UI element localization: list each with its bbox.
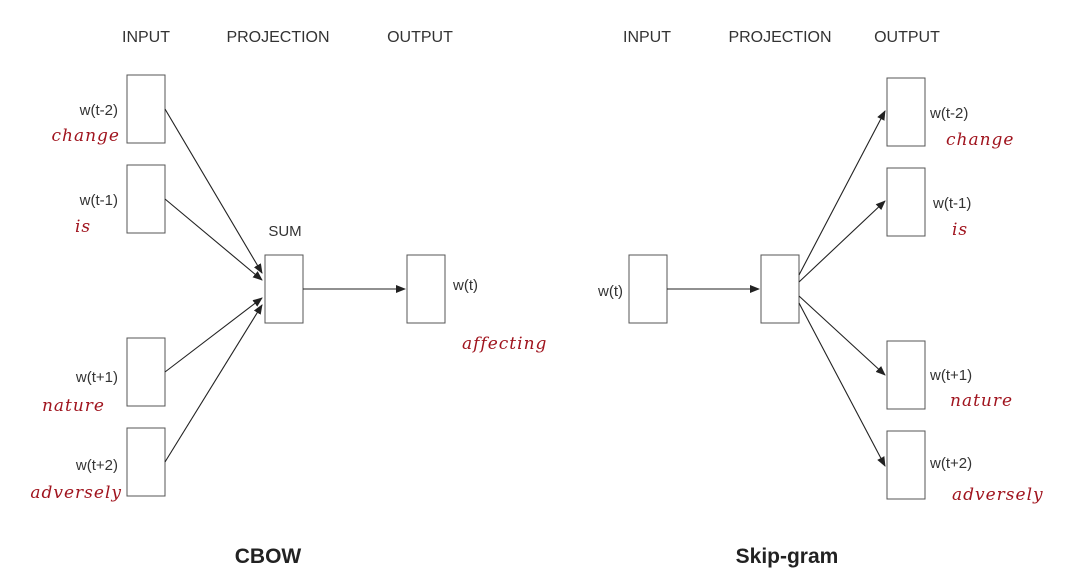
skipgram-handwritten-word: is: [952, 220, 968, 240]
cbow-edge-arrow: [164, 108, 263, 274]
cbow-handwritten-word: nature: [42, 396, 105, 416]
cbow-input-label: w(t-1): [79, 192, 118, 209]
cbow-title: CBOW: [235, 545, 302, 568]
skipgram-projection-header: PROJECTION: [728, 29, 831, 46]
skipgram-output-label: w(t-1): [932, 195, 971, 212]
cbow-input-label: w(t-2): [79, 102, 118, 119]
skipgram-handwritten-word: nature: [950, 391, 1013, 411]
skipgram-input-box: [628, 254, 668, 324]
cbow-output-header: OUTPUT: [387, 29, 453, 46]
skipgram-output-label: w(t-2): [929, 105, 968, 122]
cbow-edge-arrow: [164, 198, 263, 281]
skipgram-input-label: w(t): [597, 283, 623, 300]
skipgram-diagram: INPUT PROJECTION OUTPUT w(t) w(t-2) w(t-…: [597, 29, 1044, 568]
cbow-edge-arrow: [164, 297, 263, 373]
cbow-handwritten-word: adversely: [30, 483, 122, 503]
skipgram-title: Skip-gram: [736, 545, 839, 568]
skipgram-edge-arrow: [798, 295, 886, 376]
cbow-input-header: INPUT: [122, 29, 170, 46]
cbow-diagram: INPUT PROJECTION OUTPUT w(t-2) w(t-1) w(…: [30, 29, 547, 568]
skipgram-output-label: w(t+2): [929, 455, 972, 472]
skipgram-output-box-t-2: [886, 77, 926, 147]
skipgram-output-label: w(t+1): [929, 367, 972, 384]
skipgram-output-box-t-1: [886, 167, 926, 237]
skipgram-input-header: INPUT: [623, 29, 671, 46]
cbow-input-box-t-1: [126, 164, 166, 234]
cbow-output-handwritten-word: affecting: [462, 334, 547, 354]
cbow-input-box-t+2: [126, 427, 166, 497]
skipgram-handwritten-word: change: [946, 130, 1015, 150]
skipgram-edge-arrow: [798, 110, 886, 276]
skipgram-output-header: OUTPUT: [874, 29, 940, 46]
cbow-handwritten-word: is: [75, 217, 91, 237]
skipgram-output-box-t+1: [886, 340, 926, 410]
skipgram-output-box-t+2: [886, 430, 926, 500]
skipgram-projection-box: [760, 254, 800, 324]
cbow-input-label: w(t+2): [75, 457, 118, 474]
cbow-handwritten-word: change: [52, 126, 121, 146]
cbow-input-box-t+1: [126, 337, 166, 407]
skipgram-edge-arrow: [798, 302, 886, 467]
cbow-output-box: [406, 254, 446, 324]
cbow-sum-label: SUM: [268, 223, 301, 240]
cbow-edge-arrow: [164, 304, 263, 463]
cbow-input-label: w(t+1): [75, 369, 118, 386]
cbow-output-label: w(t): [452, 277, 478, 294]
cbow-projection-header: PROJECTION: [226, 29, 329, 46]
skipgram-handwritten-word: adversely: [952, 485, 1044, 505]
skipgram-edge-arrow: [798, 200, 886, 283]
cbow-projection-box: [264, 254, 304, 324]
cbow-input-box-t-2: [126, 74, 166, 144]
